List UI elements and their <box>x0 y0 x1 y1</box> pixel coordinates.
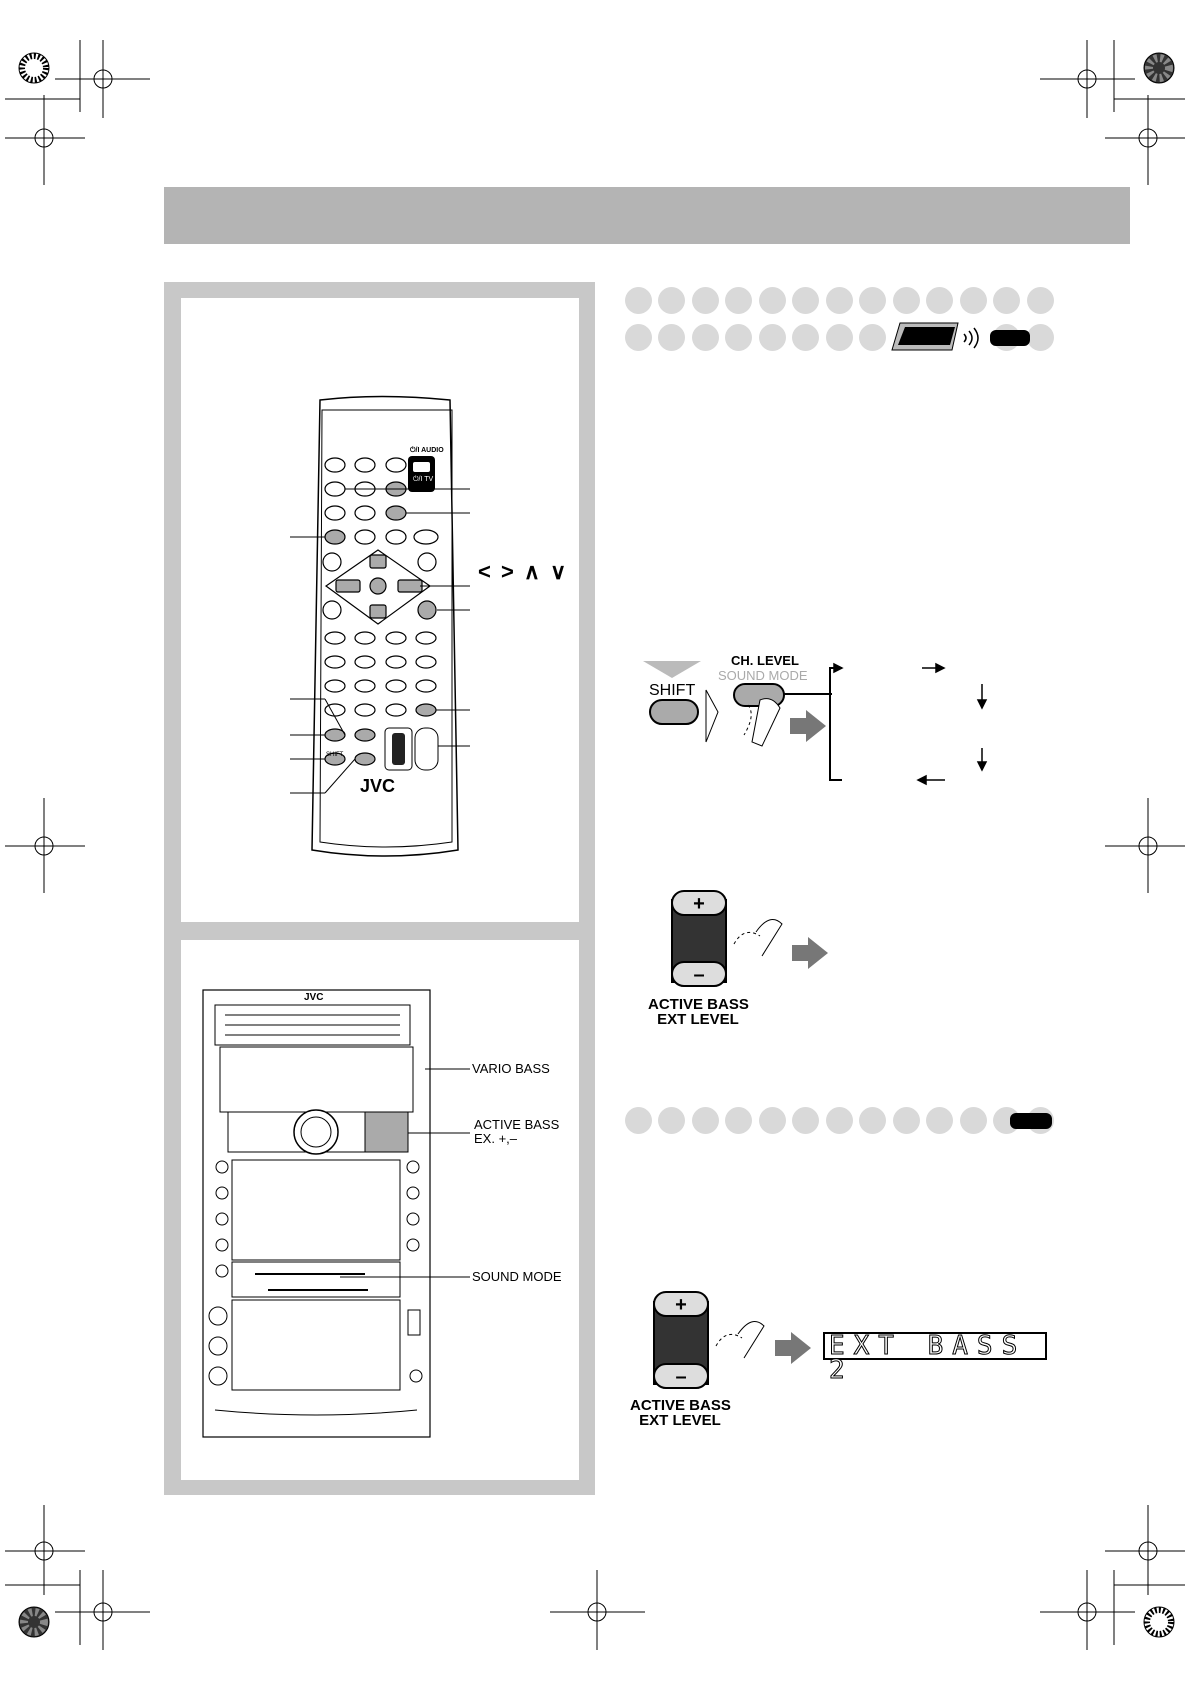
sunburst-tl <box>18 52 50 84</box>
callout-sound-mode: SOUND MODE <box>472 1269 562 1284</box>
bass-knob-label-1: ACTIVE BASS EXT LEVEL <box>648 996 749 1028</box>
sunburst-br <box>1143 1606 1175 1638</box>
crosshair-tl2 <box>5 95 85 185</box>
sunburst-tr <box>1143 52 1175 84</box>
model-badge-2 <box>1010 1113 1052 1129</box>
crosshair-ml <box>5 798 85 893</box>
crosshair-tl1 <box>55 40 150 118</box>
unit-brand-logo: JVC <box>304 992 324 1003</box>
bass-knob-label-2: ACTIVE BASS EXT LEVEL <box>630 1397 731 1429</box>
ch-level-label: CH. LEVEL <box>731 653 799 668</box>
remote-brand-logo: JVC <box>360 776 396 796</box>
sunburst-bl <box>18 1606 50 1638</box>
crosshair-bl2 <box>55 1570 150 1650</box>
header-band <box>164 187 1130 244</box>
shift-label: SHIFT <box>649 682 696 699</box>
audio-power-label: ⏻/I AUDIO <box>410 447 444 454</box>
crosshair-br1 <box>1040 1570 1135 1650</box>
model-badge-1 <box>990 330 1030 346</box>
crosshair-bc <box>550 1570 645 1650</box>
tv-power-label: ⏻/I TV <box>413 476 434 483</box>
svg-text:+: + <box>675 1294 687 1316</box>
svg-text:+: + <box>693 893 705 915</box>
callout-vario-bass: VARIO BASS <box>472 1061 550 1076</box>
cursor-arrows-label: < > ∧ ∨ <box>478 559 569 584</box>
svg-text:–: – <box>693 964 704 986</box>
bass-knob-label-1-line1: ACTIVE BASS <box>648 996 749 1013</box>
callout-active-bass: ACTIVE BASS EX. +,– <box>474 1117 560 1146</box>
crosshair-tr1 <box>1040 40 1135 118</box>
display-readout: EXT BASS 2 <box>823 1332 1047 1384</box>
crosshair-mr <box>1105 798 1185 893</box>
crosshair-bl1 <box>5 1505 85 1595</box>
bass-knob-label-2-line2: EXT LEVEL <box>639 1412 721 1429</box>
remote-shift-label: SHIFT <box>326 752 344 758</box>
crosshair-br2 <box>1105 1505 1185 1595</box>
crosshair-tr2 <box>1105 95 1185 185</box>
sound-mode-label: SOUND MODE <box>718 668 808 683</box>
svg-text:–: – <box>675 1366 686 1388</box>
bass-knob-label-2-line1: ACTIVE BASS <box>630 1397 731 1414</box>
bass-knob-label-1-line2: EXT LEVEL <box>657 1011 739 1028</box>
